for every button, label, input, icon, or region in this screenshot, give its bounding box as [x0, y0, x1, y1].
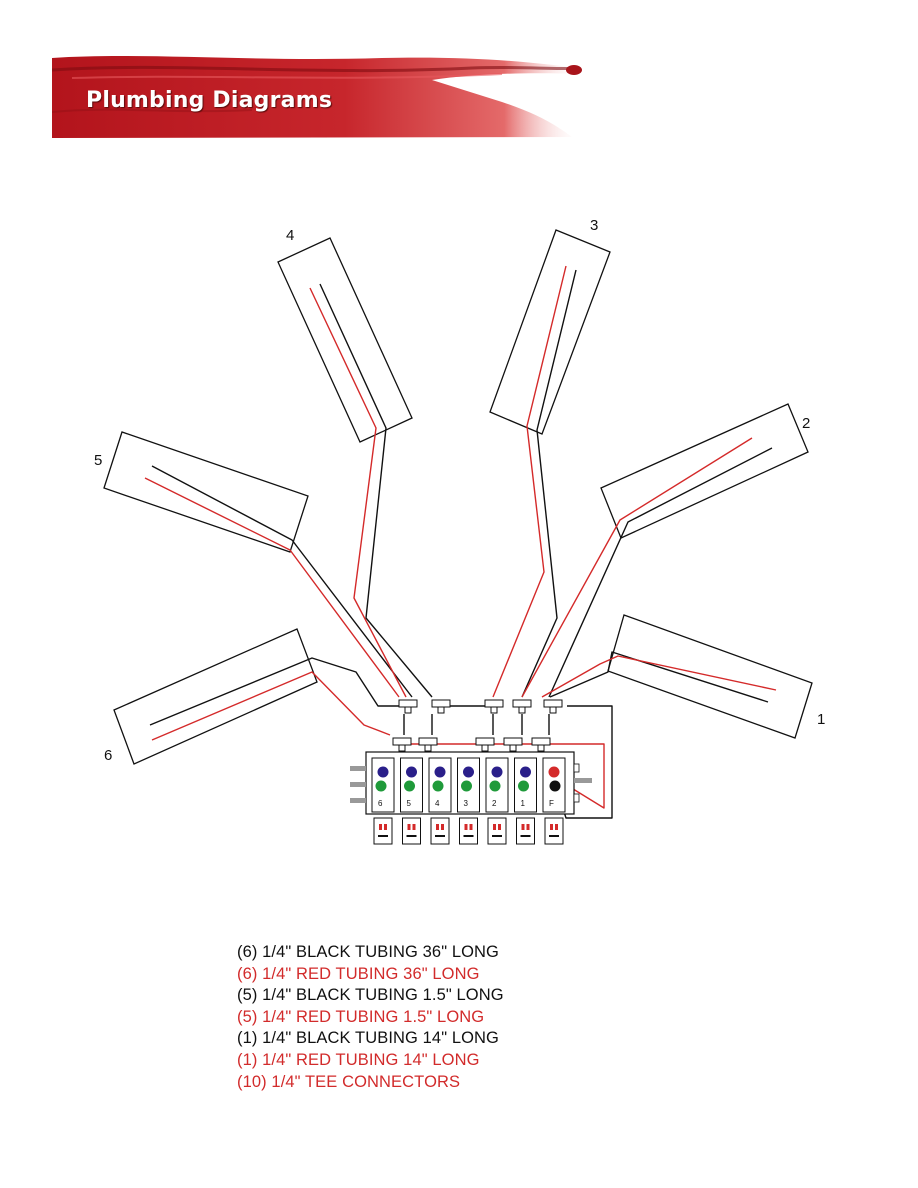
zone-box-3	[489, 229, 611, 435]
blue-port	[463, 766, 474, 778]
valve-label-4: 4	[435, 799, 440, 808]
parts-list-item: (6) 1/4" RED TUBING 36" LONG	[237, 964, 480, 983]
valve-column-3: 3	[457, 757, 480, 845]
green-port	[375, 780, 387, 792]
blue-port	[377, 766, 389, 778]
parts-list-item: (6) 1/4" BLACK TUBING 36" LONG	[237, 943, 499, 961]
valve-label-5: 5	[407, 799, 412, 808]
valve-label-2: 2	[492, 799, 497, 808]
zone-label-1: 1	[817, 711, 825, 728]
zone-box-5	[103, 431, 309, 553]
tee-connector-lower-3	[475, 737, 495, 752]
black-tube-drops	[403, 714, 550, 735]
tee-connector-lower-1	[392, 737, 412, 752]
valve-column-1: 1	[514, 757, 537, 845]
tee-connector-upper-5	[543, 699, 563, 714]
red-tube-zone-3	[492, 265, 567, 698]
blue-port	[406, 766, 417, 778]
parts-list-item: (10) 1/4" TEE CONNECTORS	[237, 1072, 461, 1091]
valve-column-2: 2	[485, 757, 509, 845]
red-tube-zone-5	[144, 477, 400, 698]
tee-connector-upper-3	[484, 699, 504, 714]
black-tube-zone-2	[548, 447, 773, 698]
valve-label-F: F	[549, 799, 554, 808]
zone-label-4: 4	[286, 227, 294, 244]
parts-list: (6) 1/4" BLACK TUBING 36" LONG (6) 1/4" …	[237, 942, 504, 1093]
parts-list-item: (5) 1/4" BLACK TUBING 1.5" LONG	[237, 986, 504, 1005]
solenoid	[402, 817, 421, 845]
solenoid	[430, 817, 450, 845]
zone-label-2: 2	[802, 415, 810, 432]
valve-label-1: 1	[521, 799, 526, 808]
tee-connector-lower-4	[503, 737, 523, 752]
parts-list-item: (1) 1/4" BLACK TUBING 14" LONG	[237, 1029, 499, 1048]
solenoid	[516, 817, 535, 845]
red-port	[548, 766, 560, 778]
parts-list-item: (5) 1/4" RED TUBING 1.5" LONG	[237, 1007, 485, 1026]
zone-label-3: 3	[590, 217, 598, 234]
valve-column-4: 4	[428, 757, 452, 845]
tee-connector-lower-5	[531, 737, 551, 752]
zone-box-4	[277, 237, 413, 443]
red-tube-zone-4	[309, 287, 407, 698]
solenoid	[459, 817, 478, 845]
header-banner	[52, 56, 584, 138]
green-port	[404, 780, 415, 792]
solenoid	[544, 817, 564, 845]
green-port	[432, 780, 444, 792]
black-port	[549, 780, 561, 792]
tee-connector-upper-2	[431, 699, 451, 714]
blue-port	[434, 766, 446, 778]
zone-box-2	[600, 403, 809, 539]
red-tube-manifold-line	[410, 743, 605, 809]
black-tube-zone-6	[149, 657, 404, 726]
blue-port	[520, 766, 531, 778]
red-tube-zone-1	[541, 655, 777, 698]
page-title: Plumbing Diagrams	[86, 88, 333, 113]
red-tube-zone-6	[151, 671, 391, 741]
blue-port	[491, 766, 503, 778]
tee-connector-upper-4	[512, 699, 532, 714]
valve-column-6: 6	[371, 757, 395, 845]
parts-list-item: (1) 1/4" RED TUBING 14" LONG	[237, 1050, 480, 1069]
valve-label-6: 6	[378, 799, 383, 808]
red-tube-zone-2	[521, 437, 753, 698]
solenoid	[373, 817, 393, 845]
black-tube-zone-4	[319, 283, 433, 698]
black-tube-zone-3	[521, 269, 577, 698]
green-port	[461, 780, 472, 792]
green-port	[518, 780, 529, 792]
tee-connector-lower-2	[418, 737, 438, 752]
valve-column-5: 5	[400, 757, 423, 845]
valve-column-F: F	[542, 757, 566, 845]
solenoid	[487, 817, 507, 845]
valve-label-3: 3	[464, 799, 469, 808]
zone-box-6	[113, 628, 318, 765]
black-tube-zone-1	[549, 651, 769, 703]
tee-connector-upper-1	[398, 699, 418, 714]
zone-label-6: 6	[104, 747, 112, 764]
zone-label-5: 5	[94, 452, 102, 469]
black-tube-zone-5	[151, 465, 413, 698]
green-port	[489, 780, 501, 792]
